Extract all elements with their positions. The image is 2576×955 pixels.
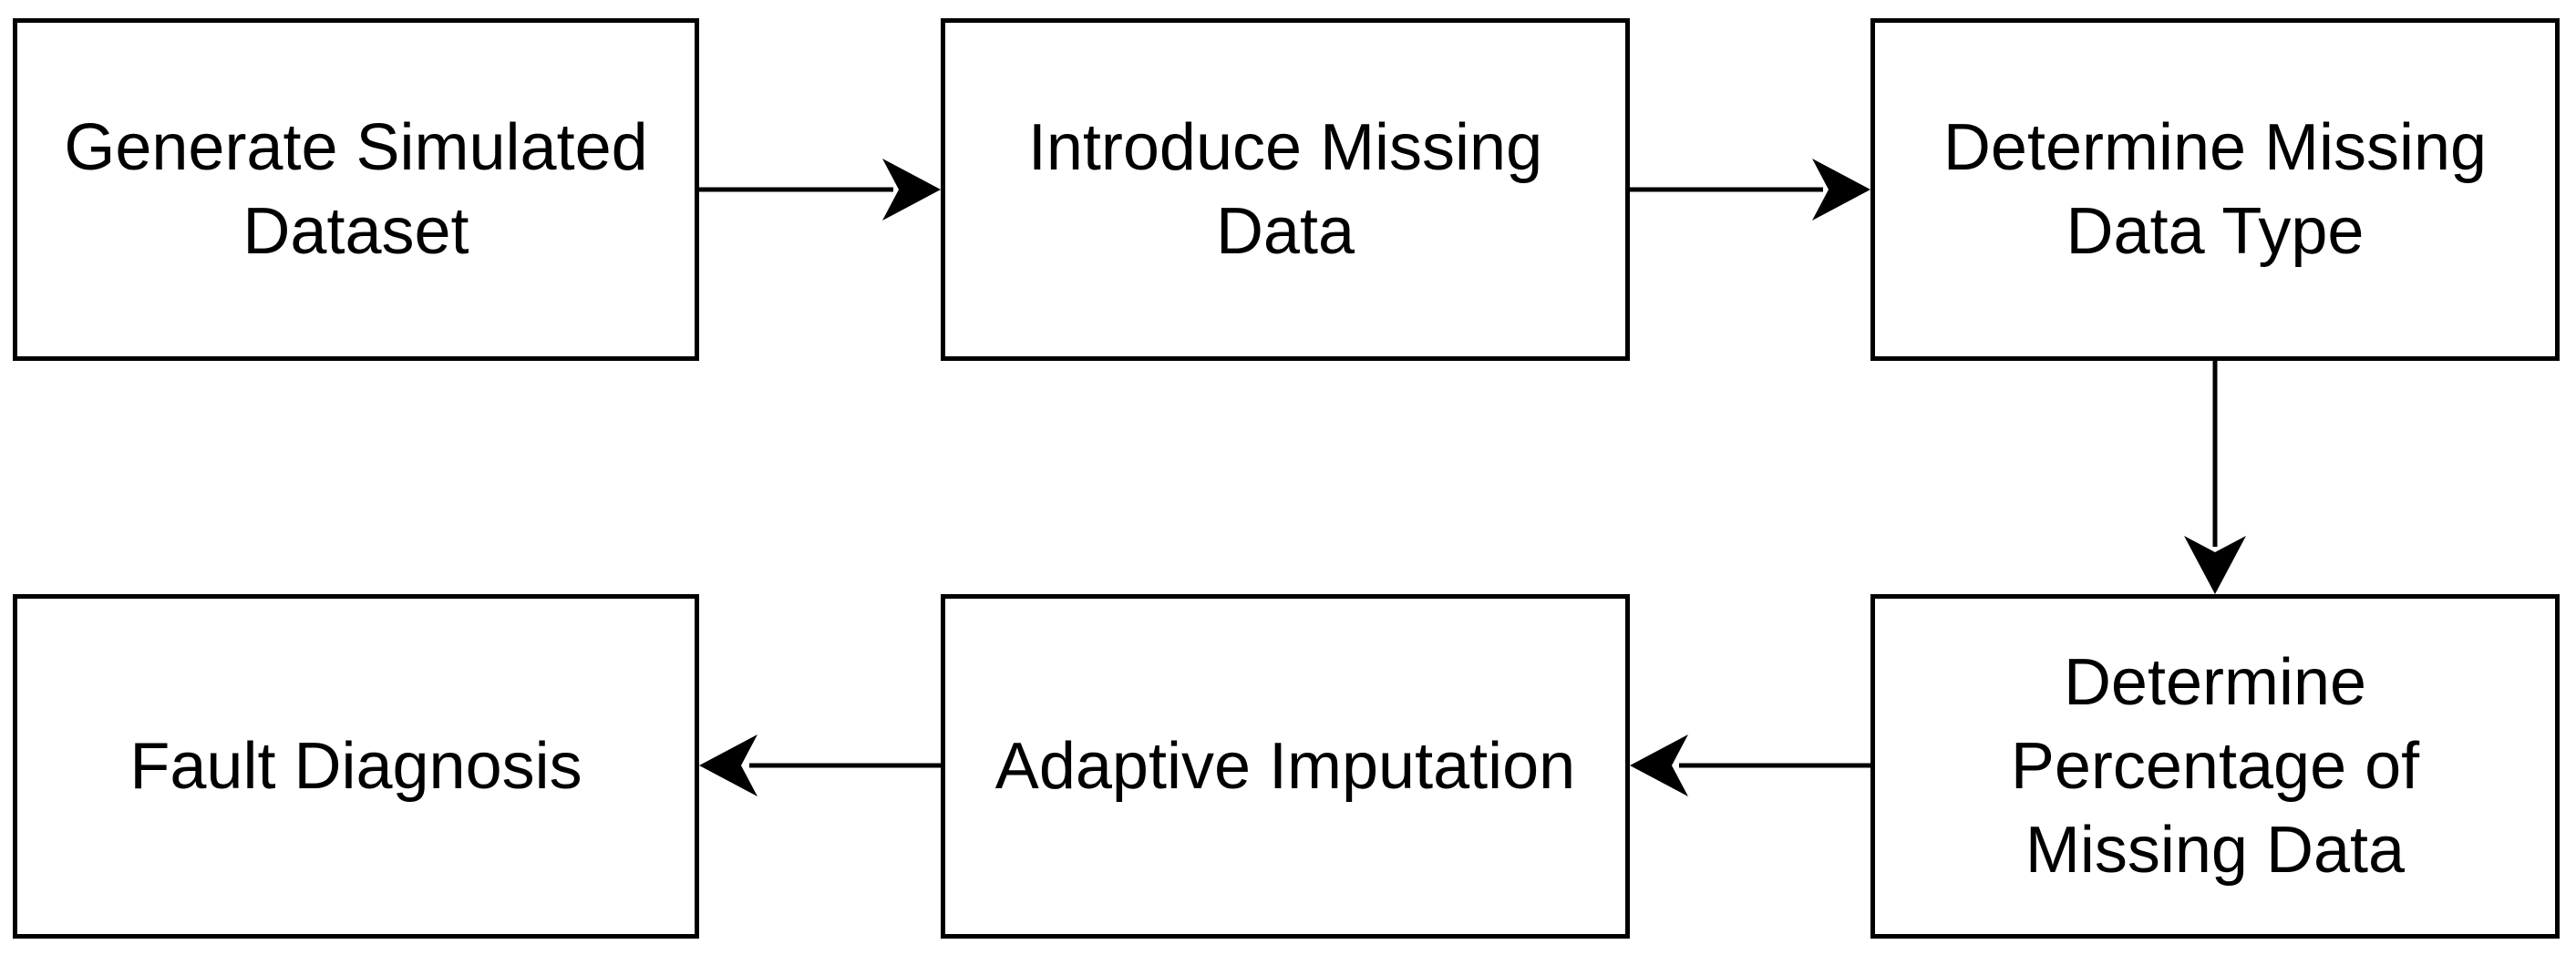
node-label: Introduce Missing Data — [1027, 111, 1543, 268]
node-label: Adaptive Imputation — [994, 730, 1576, 803]
node-label: Determine Missing Data Type — [1942, 111, 2488, 268]
node-introduce-missing-data: Introduce Missing Data — [941, 18, 1630, 361]
node-adaptive-imputation: Adaptive Imputation — [941, 594, 1630, 939]
node-label: Generate Simulated Dataset — [64, 111, 648, 268]
arrow-percentage-to-imputation — [1630, 734, 1870, 796]
node-generate-simulated-dataset: Generate Simulated Dataset — [13, 18, 699, 361]
arrow-imputation-to-fault — [699, 734, 941, 796]
node-determine-missing-data-type: Determine Missing Data Type — [1870, 18, 2560, 361]
node-determine-percentage-missing: Determine Percentage of Missing Data — [1870, 594, 2560, 939]
arrow-type-to-percentage — [2184, 361, 2246, 594]
arrow-introduce-to-determine-type — [1630, 159, 1870, 221]
node-label: Determine Percentage of Missing Data — [2010, 646, 2420, 887]
node-fault-diagnosis: Fault Diagnosis — [13, 594, 699, 939]
arrow-generate-to-introduce — [699, 159, 941, 221]
node-label: Fault Diagnosis — [129, 730, 582, 803]
